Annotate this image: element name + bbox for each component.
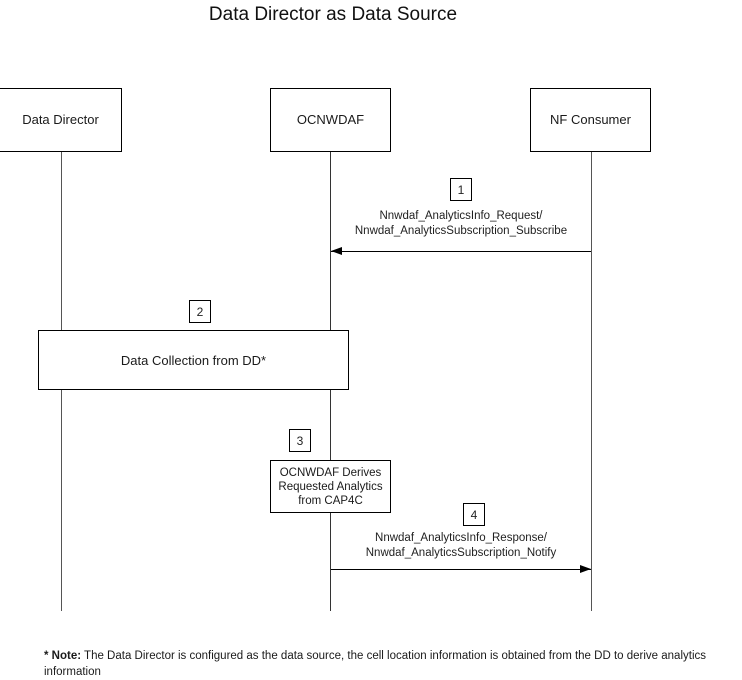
lifeline-head-data-director: Data Director [0, 88, 122, 152]
activity-label-data-collection: Data Collection from DD* [120, 352, 267, 368]
lifeline-nf-consumer [591, 152, 592, 611]
lifeline-label-ocnwdaf: OCNWDAF [296, 112, 365, 127]
message-1-line-2: Nnwdaf_AnalyticsSubscription_Subscribe [354, 225, 568, 237]
footnote-marker: * Note: [44, 650, 82, 662]
footnote-text: The Data Director is configured as the d… [44, 650, 706, 678]
message-4-arrow-line [331, 569, 591, 570]
arrow-left-icon [331, 247, 342, 255]
message-1-line-1: Nnwdaf_AnalyticsInfo_Request/ [379, 210, 543, 222]
step-number-2: 2 [189, 300, 211, 323]
step-number-3: 3 [289, 429, 311, 452]
step-number-4: 4 [463, 503, 485, 526]
activity-box-derive-analytics: OCNWDAF Derives Requested Analytics from… [270, 460, 391, 513]
footnote: * Note: The Data Director is configured … [44, 648, 724, 680]
lifeline-head-ocnwdaf: OCNWDAF [270, 88, 391, 152]
activity-label-derive-analytics: OCNWDAF Derives Requested Analytics from… [278, 466, 383, 507]
lifeline-label-nf-consumer: NF Consumer [550, 112, 631, 127]
activity-box-data-collection: Data Collection from DD* [38, 330, 349, 390]
message-4-line-1: Nnwdaf_AnalyticsInfo_Response/ [375, 532, 547, 544]
page-title: Data Director as Data Source [208, 4, 458, 25]
lifeline-label-data-director: Data Director [22, 112, 99, 127]
arrow-right-icon [580, 565, 591, 573]
message-1-label: Nnwdaf_AnalyticsInfo_Request/ Nnwdaf_Ana… [330, 209, 592, 239]
message-4-label: Nnwdaf_AnalyticsInfo_Response/ Nnwdaf_An… [330, 531, 592, 561]
lifeline-head-nf-consumer: NF Consumer [530, 88, 651, 152]
message-1-arrow-line [331, 251, 591, 252]
step-number-1: 1 [450, 178, 472, 201]
message-4-line-2: Nnwdaf_AnalyticsSubscription_Notify [365, 547, 557, 559]
